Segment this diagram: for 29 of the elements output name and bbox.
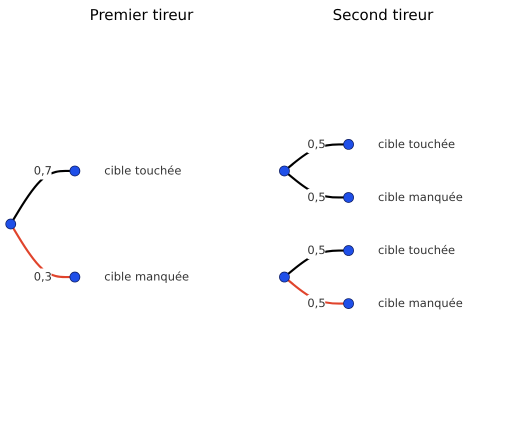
node-circle xyxy=(70,272,80,282)
connector xyxy=(288,143,344,169)
connector xyxy=(12,170,70,220)
node-label: cible manquée xyxy=(378,190,463,204)
node-label: cible touchée xyxy=(378,137,456,151)
edge-label: 0,3 xyxy=(34,270,52,284)
node-label: cible manquée xyxy=(378,296,463,310)
node-label: cible touchée xyxy=(104,164,182,178)
node-label: cible touchée xyxy=(378,243,456,257)
node-circle xyxy=(343,139,354,150)
column-heading: Second tireur xyxy=(332,6,434,24)
column-heading: Premier tireur xyxy=(90,6,194,24)
node-circle xyxy=(343,245,354,256)
connector xyxy=(12,228,70,278)
connector xyxy=(288,249,344,275)
node-circle xyxy=(343,192,354,203)
node-circle xyxy=(343,298,354,309)
edge-label: 0,5 xyxy=(307,243,326,257)
connector xyxy=(288,173,344,199)
edge-label: 0,7 xyxy=(34,164,52,178)
node-circle xyxy=(5,218,16,230)
node-label: cible manquée xyxy=(104,270,190,284)
edge-label: 0,5 xyxy=(307,296,326,310)
edge-label: 0,5 xyxy=(307,137,326,151)
node-circle xyxy=(279,166,290,176)
node-circle xyxy=(70,166,80,176)
connector xyxy=(288,279,344,305)
edge-label: 0,5 xyxy=(307,190,326,204)
node-circle xyxy=(279,272,290,282)
